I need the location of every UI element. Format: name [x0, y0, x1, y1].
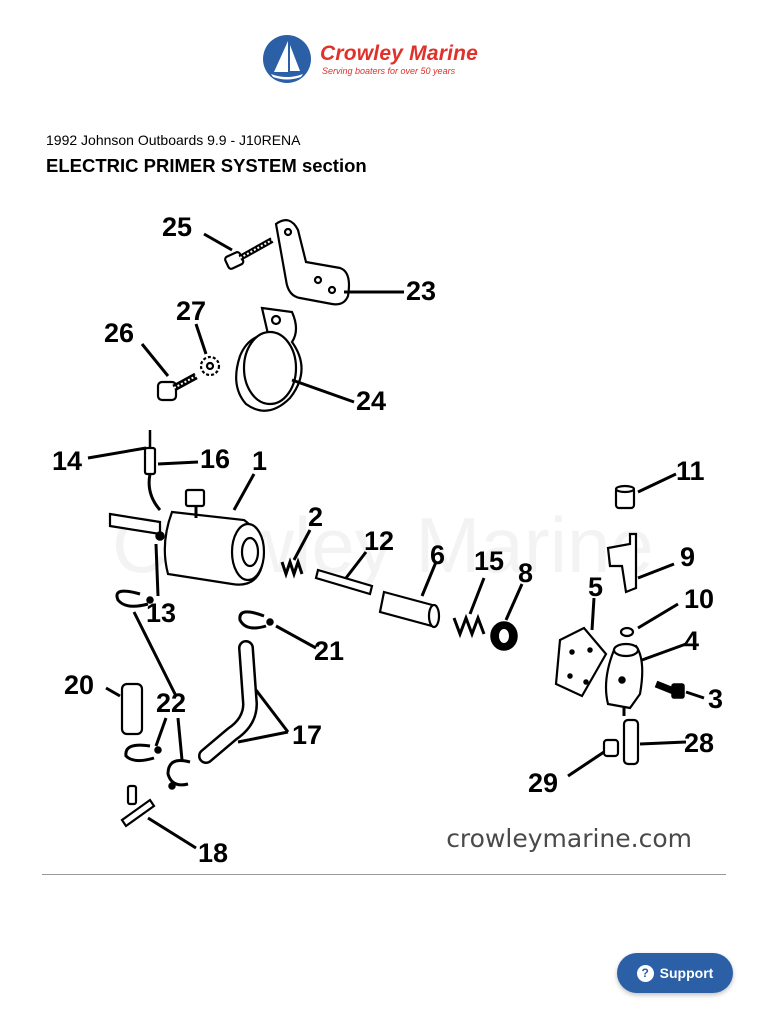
callout-14: 14 [52, 446, 82, 476]
part-clip-21[interactable] [238, 610, 274, 630]
brand-tagline: Serving boaters for over 50 years [322, 65, 456, 76]
part-spring-15[interactable] [452, 613, 486, 639]
callout-3: 3 [708, 684, 723, 714]
part-solenoid-1[interactable] [108, 488, 266, 586]
callout-4: 4 [684, 626, 699, 656]
part-tee-18[interactable] [120, 784, 156, 828]
brand-logo[interactable]: Crowley Marine Serving boaters for over … [262, 34, 478, 84]
part-clamp-24[interactable] [235, 306, 303, 412]
section-title: ELECTRIC PRIMER SYSTEM section [46, 155, 367, 176]
callout-18: 18 [198, 838, 228, 868]
question-icon: ? [636, 964, 654, 982]
callout-15: 15 [474, 546, 504, 576]
leader-lines [87, 232, 705, 850]
part-bolt-25[interactable] [224, 237, 274, 270]
part-screw-26[interactable] [156, 372, 198, 402]
callout-23: 23 [406, 276, 436, 306]
part-clip-13[interactable] [115, 589, 154, 608]
callout-17: 17 [292, 720, 322, 750]
callout-25: 25 [162, 212, 192, 242]
callout-2: 2 [308, 502, 323, 532]
callout-29: 29 [528, 768, 558, 798]
callout-16: 16 [200, 444, 230, 474]
part-tube-6[interactable] [378, 590, 441, 629]
part-screw-3[interactable] [654, 680, 685, 699]
part-clips-22[interactable] [124, 743, 191, 790]
callout-6: 6 [430, 540, 445, 570]
part-housing-4[interactable] [604, 642, 644, 716]
callout-10: 10 [684, 584, 714, 614]
callout-9: 9 [680, 542, 695, 572]
callout-12: 12 [364, 526, 394, 556]
callout-21: 21 [314, 636, 344, 666]
part-hose-28[interactable] [622, 718, 640, 766]
part-hose-20[interactable] [120, 682, 144, 736]
part-plunger-12[interactable] [314, 568, 374, 596]
divider [42, 874, 726, 875]
part-nut-8[interactable] [490, 621, 518, 651]
callout-26: 26 [104, 318, 134, 348]
callout-13: 13 [146, 598, 176, 628]
brand-name: Crowley Marine [320, 41, 479, 65]
part-elbow-9[interactable] [606, 532, 638, 594]
part-spring-2[interactable] [280, 557, 304, 579]
callout-1: 1 [252, 446, 267, 476]
part-bracket-23[interactable] [274, 219, 351, 306]
part-hose-17[interactable] [198, 640, 259, 764]
callouts: 25 23 27 26 24 14 16 1 11 2 12 6 15 8 9 … [52, 212, 723, 868]
site-url: crowleymarine.com [446, 824, 692, 853]
callout-22: 22 [156, 688, 186, 718]
model-subtitle: 1992 Johnson Outboards 9.9 - J10RENA [46, 132, 301, 148]
callout-5: 5 [588, 572, 603, 602]
support-button[interactable]: ? Support [617, 953, 733, 993]
part-oring-10[interactable] [619, 626, 635, 638]
callout-28: 28 [684, 728, 714, 758]
callout-24: 24 [356, 386, 386, 416]
callout-8: 8 [518, 558, 533, 588]
part-washer-27[interactable] [199, 355, 221, 377]
callout-27: 27 [176, 296, 206, 326]
callout-20: 20 [64, 670, 94, 700]
part-gasket-5[interactable] [554, 626, 608, 698]
part-cap-11[interactable] [614, 484, 636, 510]
support-label: Support [659, 965, 714, 981]
part-wire-14-16[interactable] [143, 430, 162, 511]
callout-11: 11 [676, 456, 705, 486]
part-cap-29[interactable] [602, 738, 620, 758]
sailboat-logo-icon [263, 35, 311, 83]
